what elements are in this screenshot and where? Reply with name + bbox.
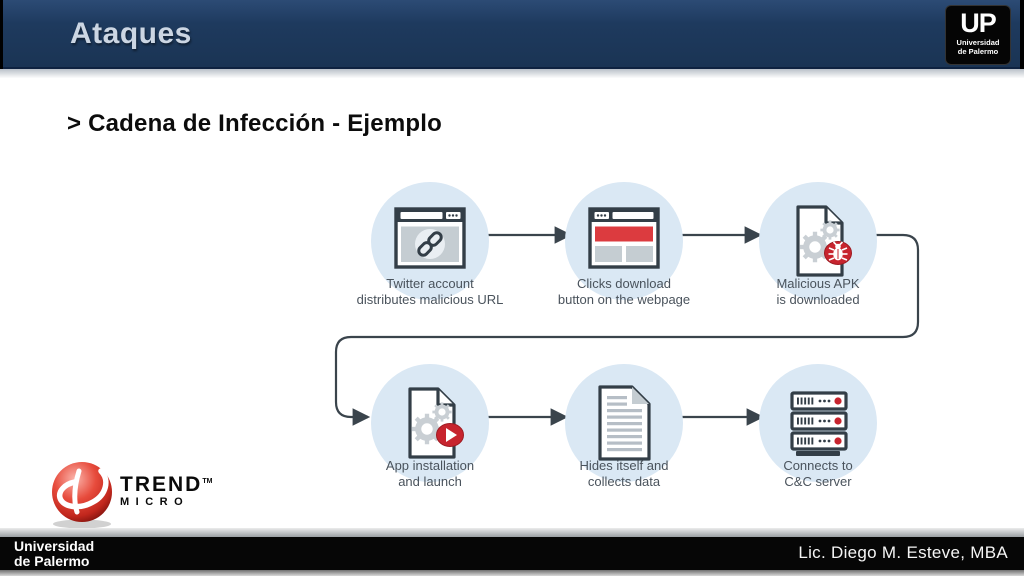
step-malicious-apk: Malicious APK is downloaded	[718, 182, 918, 372]
step-circle	[565, 364, 683, 482]
trend-micro-wordmark: TRENDTM MICRO	[120, 473, 213, 509]
step-hides-collects: Hides itself and collects data	[524, 364, 724, 554]
step-circle	[371, 182, 489, 300]
step-caption: App installation and launch	[385, 458, 475, 489]
footer-bar: Universidad de Palermo Lic. Diego M. Est…	[0, 537, 1024, 570]
step-circle	[759, 364, 877, 482]
step-circle	[759, 182, 877, 300]
up-logo-name: Universidad de Palermo	[956, 38, 1000, 56]
step-twitter-url: Twitter account distributes malicious UR…	[330, 182, 530, 372]
trademark-symbol: TM	[202, 478, 213, 485]
step-circle	[371, 364, 489, 482]
slide-header: Ataques	[0, 0, 1024, 69]
step-clicks-download: Clicks download button on the webpage	[524, 182, 724, 372]
step-cc-server: Connects to C&C server	[718, 364, 918, 554]
app-launch-icon	[408, 387, 464, 459]
step-caption: Twitter account distributes malicious UR…	[356, 276, 504, 307]
step-caption: Clicks download button on the webpage	[557, 276, 691, 307]
header-right-edge	[1020, 0, 1024, 69]
footer-bottom-strip	[0, 570, 1024, 576]
browser-download-icon	[588, 207, 660, 269]
trend-micro-logo: TRENDTM MICRO	[48, 458, 268, 530]
header-left-edge	[0, 0, 3, 69]
malicious-apk-icon	[796, 205, 852, 277]
trend-micro-ball-icon	[52, 462, 112, 529]
browser-link-icon	[394, 207, 466, 269]
step-circle	[565, 182, 683, 300]
step-app-installation: App installation and launch	[330, 364, 530, 554]
step-caption: Malicious APK is downloaded	[776, 276, 860, 307]
footer-top-strip	[0, 528, 1024, 537]
cc-server-icon	[790, 391, 848, 456]
footer-university-name: Universidad de Palermo	[14, 538, 95, 569]
slide-title: Ataques	[70, 17, 192, 50]
step-caption: Hides itself and collects data	[579, 458, 669, 489]
header-shadow-band	[0, 69, 1024, 80]
up-logo-abbr: UP	[960, 8, 997, 38]
play-icon	[446, 428, 457, 442]
document-data-icon	[598, 385, 651, 461]
footer-author: Lic. Diego M. Esteve, MBA	[798, 543, 1008, 562]
page-title: > Cadena de Infección - Ejemplo	[67, 110, 442, 137]
step-caption: Connects to C&C server	[783, 458, 853, 489]
university-logo: UP Universidad de Palermo	[946, 6, 1010, 64]
